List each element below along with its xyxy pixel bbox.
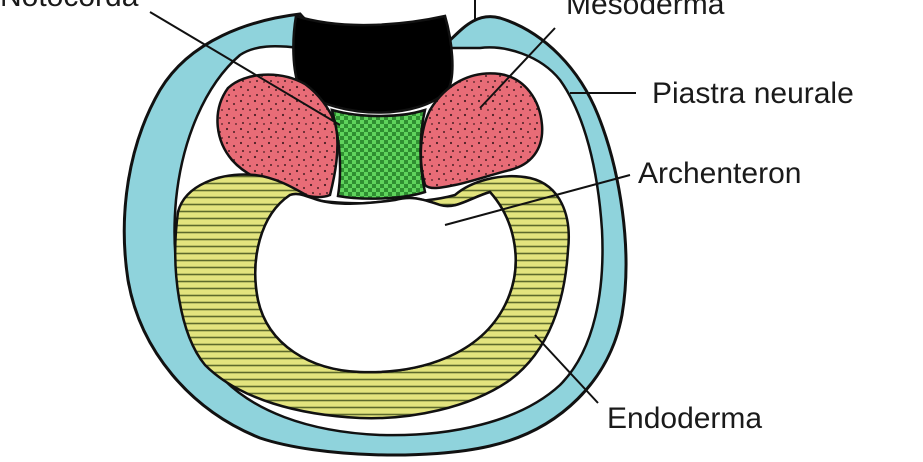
label-neural-plate: Piastra neurale [652,77,854,110]
notochord [332,110,425,199]
label-endoderm: Endoderma [607,402,762,435]
label-archenteron: Archenteron [638,157,801,190]
label-notochord: Notocorda [0,0,139,13]
label-mesoderm: Mesoderma [566,0,725,21]
